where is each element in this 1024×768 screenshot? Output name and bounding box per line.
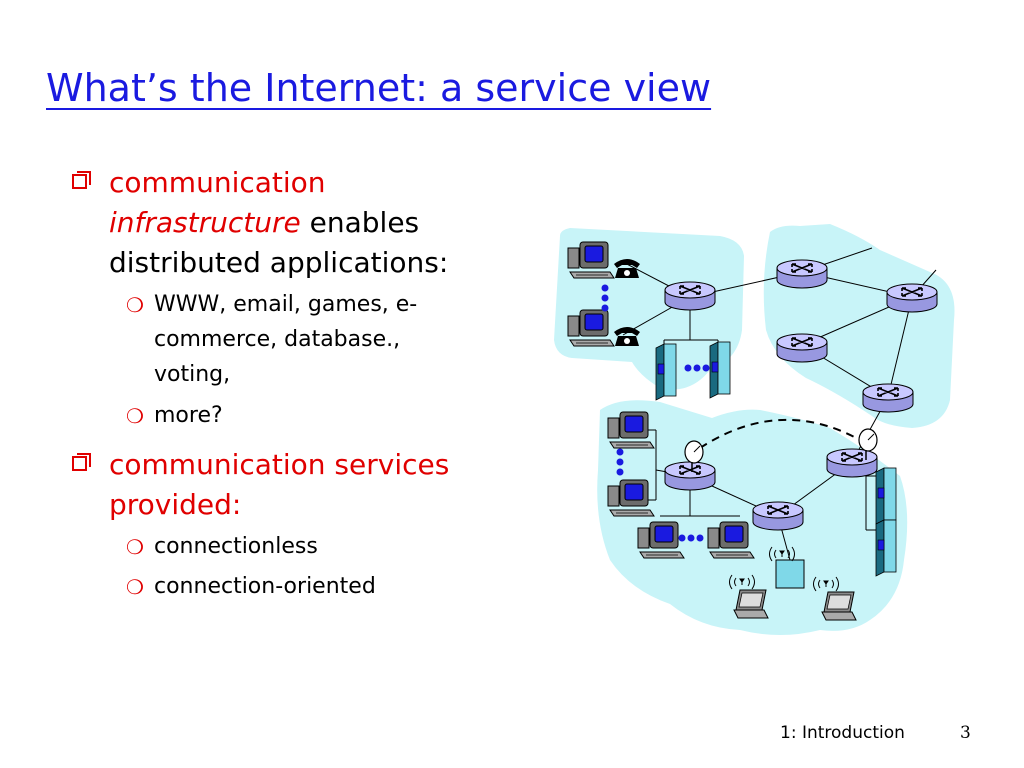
square-bullet-icon <box>72 453 91 471</box>
circle-bullet-icon: ❍ <box>126 535 144 559</box>
server-icon <box>709 341 731 399</box>
router-icon <box>752 501 804 531</box>
router-icon <box>664 461 716 491</box>
circle-bullet-icon: ❍ <box>126 293 144 317</box>
router-icon <box>776 333 828 363</box>
router-icon <box>862 383 914 413</box>
circle-bullet-icon: ❍ <box>126 575 144 599</box>
ellipsis-dots <box>601 284 710 542</box>
server-icon <box>875 519 897 577</box>
sub-bullet-text: commerce, database., <box>154 327 401 352</box>
laptop-icon <box>821 591 857 621</box>
bullet-text-line1: communication services <box>109 448 450 481</box>
sub-bullet-text: more? <box>154 403 223 428</box>
server-icon <box>655 343 677 401</box>
sub-bullet-text: WWW, email, games, e- <box>154 292 418 317</box>
sub-bullet-text: voting, <box>154 362 231 387</box>
footer-page-number: 3 <box>960 723 971 743</box>
bullet-text-italic: infrastructure <box>109 206 301 239</box>
router-icon <box>886 283 938 313</box>
server-icon <box>875 467 897 525</box>
bullet-text-line1: communication <box>109 166 326 199</box>
bullet-text-rest: enables <box>300 206 420 239</box>
network-cloud-right <box>763 224 955 428</box>
laptop-icon <box>733 589 769 619</box>
bullet-text-line2: provided: <box>109 488 242 521</box>
footer-chapter: 1: Introduction <box>780 723 905 743</box>
sub-bullet-text: connectionless <box>154 534 318 559</box>
square-bullet-icon <box>72 171 91 189</box>
sub-bullet-text: connection-oriented <box>154 574 376 599</box>
router-icon <box>776 259 828 289</box>
bullet-text-line3: distributed applications: <box>109 246 449 279</box>
telephone-icon <box>614 327 640 346</box>
telephone-icon <box>614 259 640 278</box>
router-icon <box>664 281 716 311</box>
router-icon <box>826 448 878 478</box>
circle-bullet-icon: ❍ <box>126 404 144 428</box>
slide-title: What’s the Internet: a service view <box>46 66 712 110</box>
wireless-access-point-icon <box>775 559 805 589</box>
